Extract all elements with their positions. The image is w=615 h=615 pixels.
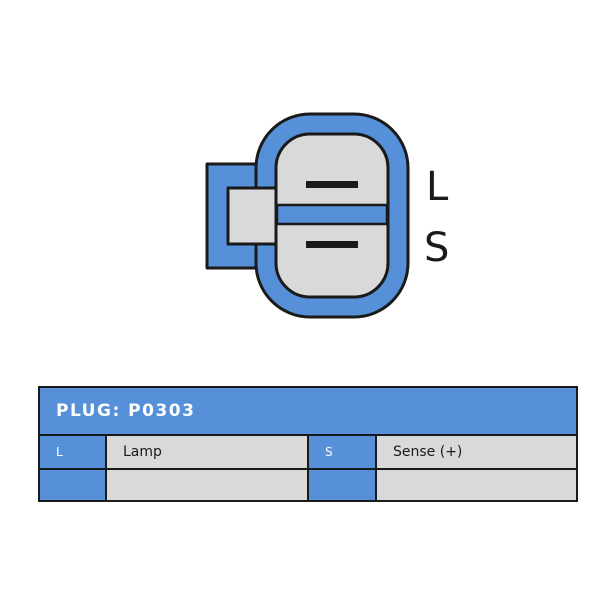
table-cell-code: L [40,436,105,468]
connector-divider [275,203,389,226]
connector-latch [226,186,282,246]
table-cell-desc [377,470,576,500]
table-cell-desc: Sense (+) [377,436,576,468]
table-cell-code: S [309,436,375,468]
plug-table-title: PLUG: P0303 [40,388,576,434]
plug-table: PLUG: P0303 L Lamp S Sense (+) [38,386,578,502]
table-cell-desc: Lamp [107,436,307,468]
connector-diagram [205,112,410,319]
pin-slot-l [306,181,358,188]
pin-label-s: S [424,225,450,271]
table-cell-code [40,470,105,500]
pin-label-l: L [426,164,449,210]
table-cell-code [309,470,375,500]
pin-slot-s [306,241,358,248]
table-cell-desc [107,470,307,500]
